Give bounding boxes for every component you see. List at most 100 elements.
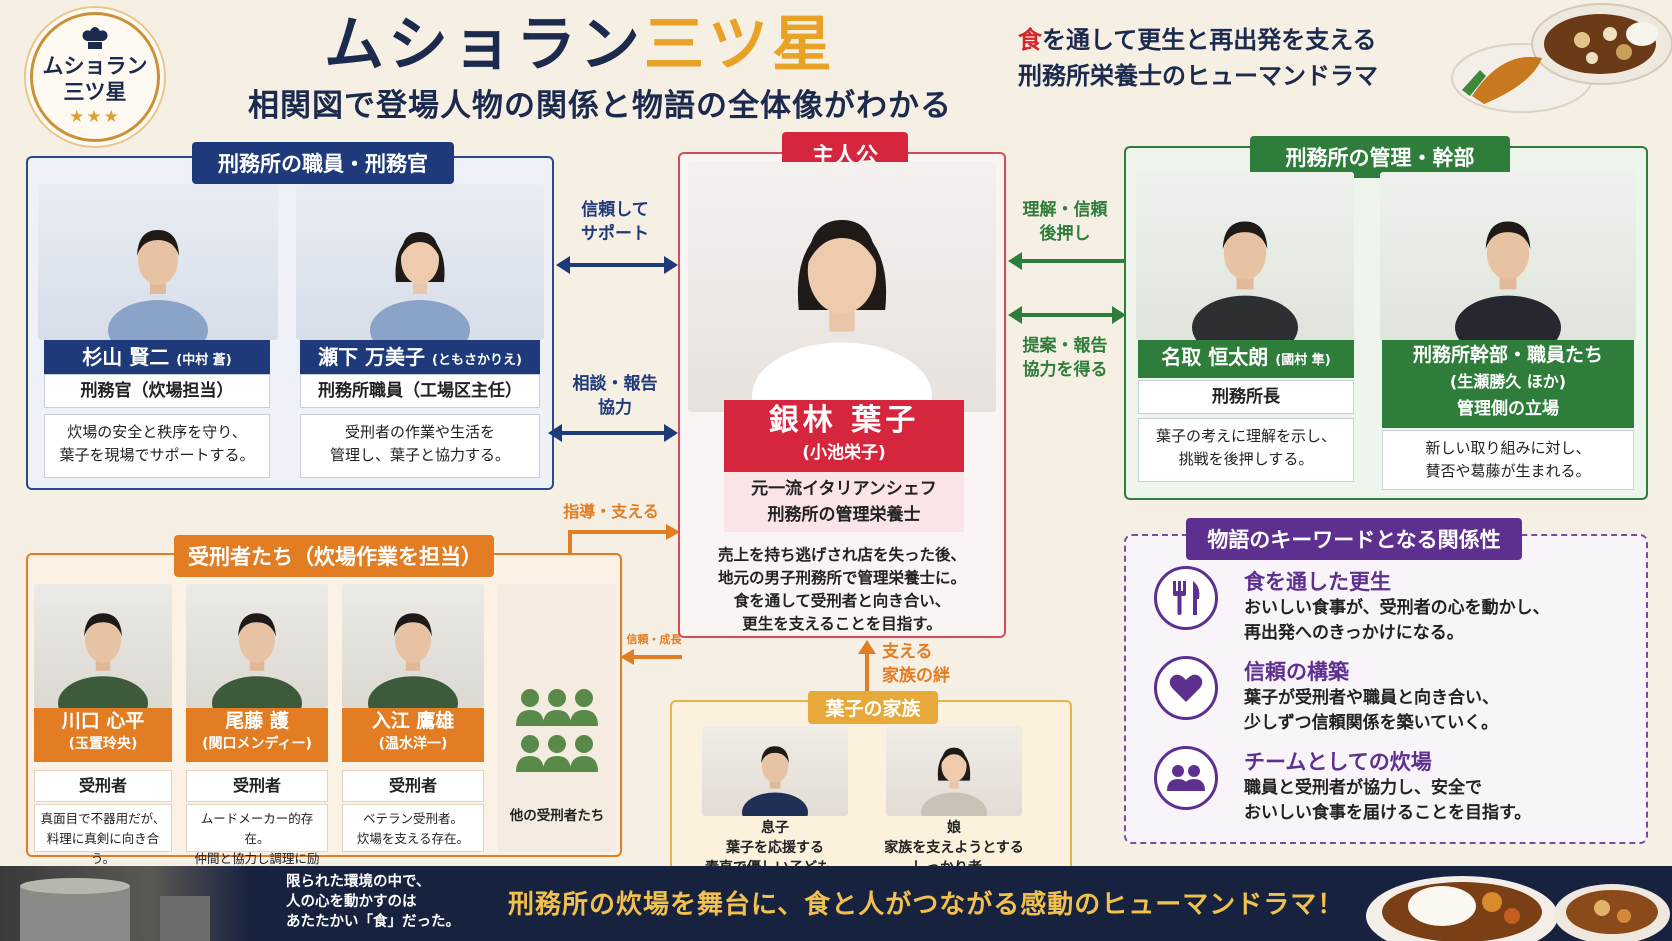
- irie-role: 受刑者: [342, 770, 484, 802]
- kawaguchi-desc-line1: 真面目で不器用だが、: [40, 811, 166, 826]
- son-photo: [702, 726, 848, 816]
- keyword-1-heading: 食を通した更生: [1244, 570, 1391, 594]
- warden-desc-line2: 挑戦を後押しする。: [1178, 450, 1314, 468]
- arrow-label-mgmt-top: 理解・信頼 後押し: [1010, 198, 1120, 246]
- protagonist-desc-line1: 売上を持ち逃げされ店を失った後、: [717, 546, 966, 564]
- arrow-label-family-line2: 家族の絆: [882, 666, 950, 686]
- protagonist-actor: (小池栄子): [802, 443, 886, 463]
- protagonist-desc-line3: 食を通して受刑者と向き合い、: [733, 592, 951, 610]
- keyword-3-text-line2: おいしい食事を届けることを目指す。: [1244, 803, 1532, 823]
- protagonist-name-block: 銀林 葉子 (小池栄子): [724, 400, 964, 472]
- arrow-label-staff-bottom-line1: 相談・報告: [572, 374, 658, 394]
- irie-desc: ベテラン受刑者。 炊場を支える存在。: [342, 804, 484, 852]
- arrow-label-mgmt-top-line2: 後押し: [1039, 224, 1091, 244]
- warden-desc: 葉子の考えに理解を示し、 挑戦を後押しする。: [1138, 418, 1354, 482]
- irie-desc-line1: ベテラン受刑者。: [362, 811, 463, 826]
- arrow-family: [858, 640, 876, 692]
- bito-desc: ムードメーカー的存在。 仲間と協力し調理に励む。: [186, 804, 328, 886]
- seshita-desc-line1: 受刑者の作業や生活を: [344, 423, 495, 441]
- bito-desc-line1: ムードメーカー的存在。: [200, 811, 314, 846]
- heart-icon: [1154, 656, 1218, 720]
- bito-actor: (関口メンディー): [202, 736, 312, 752]
- seshita-name-bar: 瀬下 万美子 (ともさかりえ): [300, 340, 540, 378]
- protagonist-role-line2: 刑務所の管理栄養士: [767, 505, 921, 525]
- sugiyama-desc-line2: 葉子を現場でサポートする。: [59, 446, 255, 464]
- protagonist-desc-line2: 地元の男子刑務所で管理栄養士に。: [717, 569, 966, 587]
- kawaguchi-photo: [34, 584, 172, 708]
- keyword-3-heading: チームとしての炊場: [1244, 750, 1432, 774]
- warden-name: 名取 恒太朗: [1161, 345, 1269, 369]
- arrow-label-staff-top: 信頼して サポート: [560, 198, 670, 246]
- sugiyama-role: 刑務官（炊場担当）: [44, 374, 270, 408]
- daughter-photo: [886, 726, 1022, 816]
- fork-knife-icon: [1154, 566, 1218, 630]
- executives-photo: [1380, 172, 1636, 340]
- arrow-staff-top: [556, 256, 678, 274]
- logo-text-line1: ムショラン: [42, 54, 148, 78]
- other-inmates-card: 他の受刑者たち: [498, 584, 616, 852]
- keyword-1-text-line2: 再出発へのきっかけになる。: [1244, 623, 1464, 643]
- daughter-desc-line1: 家族を支えようとする: [884, 840, 1024, 856]
- keyword-2-text-line2: 少しずつ信頼関係を築いていく。: [1244, 713, 1499, 733]
- arrow-label-staff-bottom-line2: 協力: [598, 398, 632, 418]
- protagonist-name: 銀林 葉子: [768, 403, 920, 438]
- warden-photo: [1136, 172, 1354, 340]
- page-subtitle: 相関図で登場人物の関係と物語の全体像がわかる: [248, 88, 952, 124]
- protagonist-role-line1: 元一流イタリアンシェフ: [751, 479, 937, 499]
- sugiyama-photo: [38, 184, 278, 340]
- executives-name-bar: 刑務所幹部・職員たち (生瀬勝久 ほか) 管理側の立場: [1382, 340, 1634, 428]
- executives-name: 刑務所幹部・職員たち: [1412, 344, 1603, 366]
- arrow-label-inmate-trust: 信頼・成長: [626, 633, 682, 646]
- tagline-line2: 刑務所栄養士のヒューマンドラマ: [1018, 62, 1378, 90]
- irie-name-bar: 入江 鷹雄 (温水洋一): [342, 708, 484, 762]
- footer-headline: 刑務所の炊場を舞台に、食と人がつながる感動のヒューマンドラマ！: [508, 890, 1345, 920]
- protagonist-photo: [688, 162, 996, 412]
- son-label: 息子: [761, 820, 789, 836]
- kawaguchi-name: 川口 心平: [61, 710, 145, 732]
- irie-photo: [342, 584, 484, 708]
- bito-name-bar: 尾藤 護 (関口メンディー): [186, 708, 328, 762]
- footer-quote: 限られた環境の中で、 人の心を動かすのは あたたかい「食」だった。: [286, 872, 486, 932]
- tagline-accent: 食: [1018, 26, 1042, 54]
- executives-desc-line2: 賛否や葛藤が生まれる。: [1425, 462, 1591, 480]
- warden-name-bar: 名取 恒太朗 (國村 隼): [1138, 340, 1354, 378]
- kawaguchi-role: 受刑者: [34, 770, 172, 802]
- logo-stars: ★★★: [69, 107, 121, 127]
- keyword-2-text: 葉子が受刑者や職員と向き合い、 少しずつ信頼関係を築いていく。: [1244, 686, 1624, 736]
- staff-group-title: 刑務所の職員・刑務官: [192, 142, 454, 184]
- kawaguchi-actor: (玉置玲央): [68, 736, 138, 752]
- inmates-group-title: 受刑者たち（炊場作業を担当）: [174, 535, 494, 577]
- arrow-mgmt-top: [1008, 252, 1126, 270]
- keyword-1-text-line1: おいしい食事が、受刑者の心を動かし、: [1244, 598, 1550, 618]
- sugiyama-desc: 炊場の安全と秩序を守り、 葉子を現場でサポートする。: [44, 414, 270, 478]
- bito-photo: [186, 584, 328, 708]
- son-desc-line1: 葉子を応援する: [726, 840, 824, 856]
- arrow-label-mgmt-bottom: 提案・報告 協力を得る: [1010, 334, 1120, 382]
- arrow-mgmt-bottom: [1008, 306, 1126, 324]
- seshita-desc-line2: 管理し、葉子と協力する。: [329, 446, 510, 464]
- executives-role: 管理側の立場: [1457, 399, 1559, 419]
- bito-role: 受刑者: [186, 770, 328, 802]
- arrow-label-family: 支える 家族の絆: [882, 640, 992, 688]
- keyword-3-text: 職員と受刑者が協力し、安全で おいしい食事を届けることを目指す。: [1244, 776, 1624, 826]
- curry-rice-image: [1366, 876, 1670, 941]
- chef-hat-icon: [82, 27, 108, 49]
- seshita-actor: (ともさかりえ): [432, 353, 522, 368]
- kawaguchi-name-bar: 川口 心平 (玉置玲央): [34, 708, 172, 762]
- kawaguchi-desc: 真面目で不器用だが、 料理に真剣に向き合う。: [34, 804, 172, 866]
- arrow-label-mgmt-bottom-line1: 提案・報告: [1022, 336, 1108, 356]
- group-people-icon: [516, 689, 598, 772]
- executives-desc-line1: 新しい取り組みに対し、: [1425, 439, 1591, 457]
- sugiyama-name-bar: 杉山 賢二 (中村 蒼): [44, 340, 270, 378]
- warden-role: 刑務所長: [1138, 380, 1354, 414]
- keyword-3-text-line1: 職員と受刑者が協力し、安全で: [1244, 778, 1482, 798]
- bito-name: 尾藤 護: [225, 710, 289, 732]
- executives-desc: 新しい取り組みに対し、 賛否や葛藤が生まれる。: [1382, 430, 1634, 490]
- family-group-title: 葉子の家族: [808, 691, 938, 724]
- irie-actor: (温水洋一): [378, 736, 448, 752]
- sugiyama-name: 杉山 賢二: [82, 345, 170, 369]
- arrow-label-family-line1: 支える: [882, 642, 933, 662]
- arrow-label-inmate-guide: 指導・支える: [563, 502, 659, 521]
- keyword-2-text-line1: 葉子が受刑者や職員と向き合い、: [1244, 688, 1499, 708]
- tagline-line1: を通して更生と再出発を支える: [1042, 26, 1377, 54]
